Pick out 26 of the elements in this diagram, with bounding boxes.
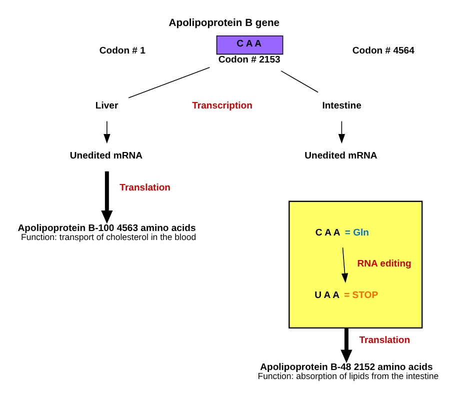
connector xyxy=(128,67,210,98)
arrow xyxy=(340,328,352,364)
node-text: Apolipoprotein B-100 4563 amino acids Function: transport of cholesterol in the blood xyxy=(18,222,196,242)
node-text: U A A xyxy=(314,290,340,302)
edge-label: RNA editing xyxy=(357,258,412,270)
arrow xyxy=(101,171,113,224)
arrow xyxy=(104,120,110,144)
node-text: Liver xyxy=(95,100,118,112)
node-text: Unedited mRNA xyxy=(304,150,378,162)
edge-label: Translation xyxy=(120,182,171,194)
node-text: Unedited mRNA xyxy=(70,150,142,162)
connector xyxy=(280,70,318,93)
label: Codon # 4564 xyxy=(352,45,414,56)
node-label: Codon # 2153 xyxy=(218,54,280,66)
label: Transcription xyxy=(192,100,252,112)
node-text: C A A xyxy=(315,227,340,238)
arrow xyxy=(341,247,348,283)
arrow xyxy=(338,120,346,144)
node-text: Intestine xyxy=(322,100,362,112)
diagram-title: Apolipoprotein B gene xyxy=(168,18,280,29)
node-label: = STOP xyxy=(344,290,378,302)
label: Codon # 1 xyxy=(99,45,146,56)
cluster xyxy=(288,200,423,329)
node-label: = Gln xyxy=(344,227,369,238)
node-text: Apolipoprotein B-48 2152 amino acids Function: absorption of lipids from the intestine xyxy=(258,362,439,382)
edge-label: Translation xyxy=(359,335,410,346)
